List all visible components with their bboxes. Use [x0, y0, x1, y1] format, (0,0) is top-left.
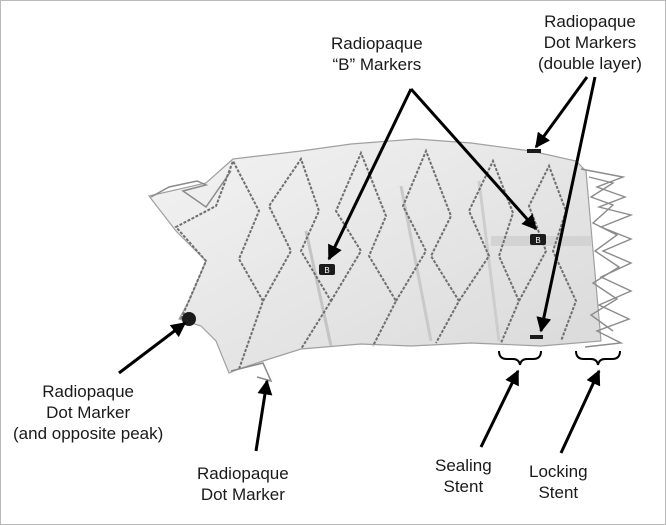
b-marker-right: B — [530, 234, 546, 245]
label-line: Radiopaque — [197, 463, 289, 484]
svg-text:B: B — [535, 236, 540, 245]
arrow-locking — [561, 371, 599, 453]
radiopaque-dot-bottom — [530, 335, 543, 339]
curly-brace-locking — [576, 351, 620, 365]
arrow-dot-single — [256, 381, 267, 451]
svg-text:B: B — [324, 266, 329, 275]
label-line: “B” Markers — [331, 54, 423, 75]
arrow-dot-peak — [119, 323, 185, 373]
label-line: Radiopaque — [538, 11, 642, 32]
radiopaque-dot-top — [527, 149, 541, 153]
arrow-sealing — [481, 371, 518, 447]
label-line: Dot Markers — [538, 32, 642, 53]
arrow-dot-top — [536, 77, 587, 147]
label-line: Stent — [529, 482, 588, 503]
label-dot-marker-opposite: Radiopaque Dot Marker (and opposite peak… — [13, 381, 163, 444]
label-line: Radiopaque — [331, 33, 423, 54]
label-line: Radiopaque — [13, 381, 163, 402]
label-dot-markers-double: Radiopaque Dot Markers (double layer) — [538, 11, 642, 74]
label-sealing-stent: Sealing Stent — [435, 455, 492, 497]
label-line: (double layer) — [538, 53, 642, 74]
label-line: Dot Marker — [197, 484, 289, 505]
label-dot-marker-single: Radiopaque Dot Marker — [197, 463, 289, 505]
label-line: (and opposite peak) — [13, 423, 163, 444]
curly-brace-sealing — [499, 351, 541, 365]
label-line: Sealing — [435, 455, 492, 476]
label-b-markers: Radiopaque “B” Markers — [331, 33, 423, 75]
label-line: Dot Marker — [13, 402, 163, 423]
label-line: Stent — [435, 476, 492, 497]
label-locking-stent: Locking Stent — [529, 461, 588, 503]
b-marker-left: B — [319, 264, 335, 275]
label-line: Locking — [529, 461, 588, 482]
